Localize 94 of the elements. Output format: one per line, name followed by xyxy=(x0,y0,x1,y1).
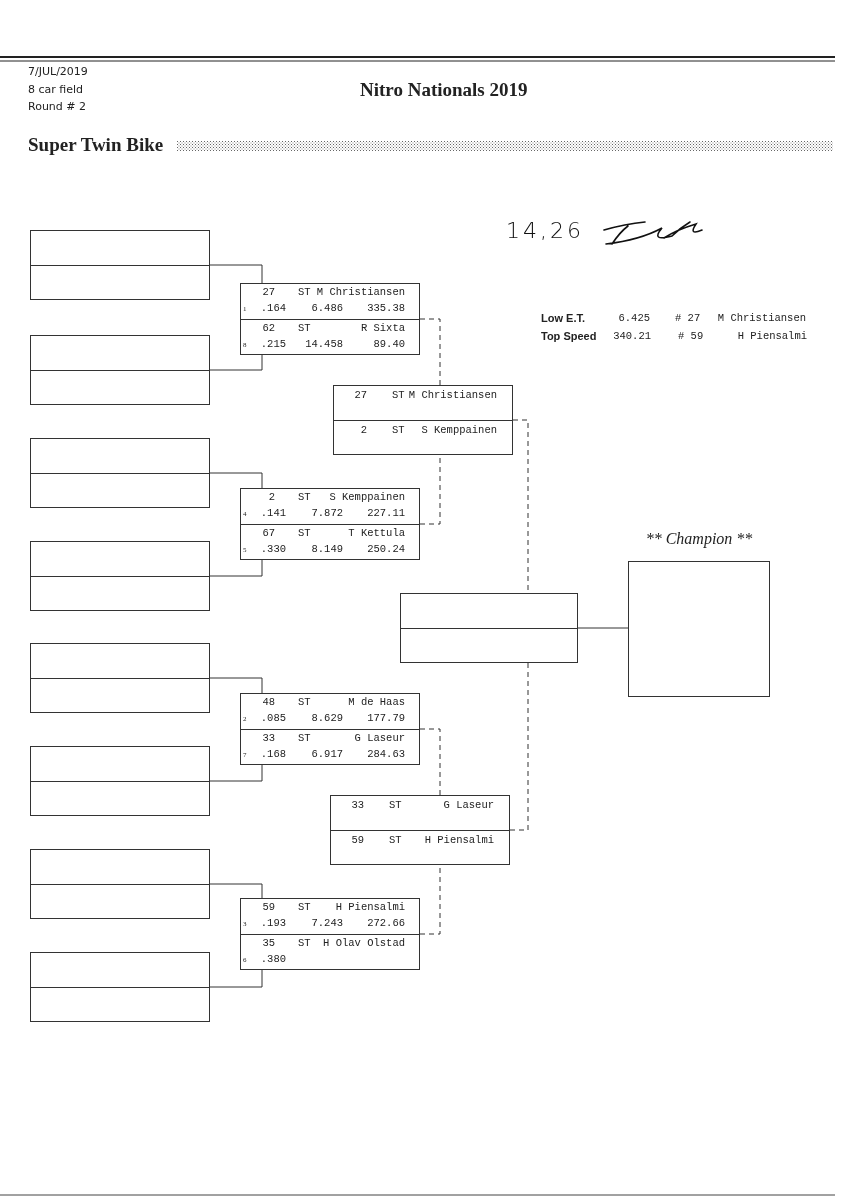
bike-number: 59 xyxy=(351,834,364,847)
bike-number: 27 xyxy=(354,389,367,402)
class-code: ST xyxy=(298,901,311,914)
bike-number: 62 xyxy=(262,322,275,335)
top-speed: 177.79 xyxy=(367,712,405,725)
car-number: # 59 xyxy=(678,330,704,343)
class-code: ST xyxy=(389,834,402,847)
bracket-line xyxy=(209,677,263,694)
entry-box xyxy=(30,849,210,919)
rider-name: M Christiansen xyxy=(316,286,405,299)
class-code: ST xyxy=(298,322,311,335)
rider-name: H Piensalmi xyxy=(335,901,405,914)
class-code: ST xyxy=(298,696,311,709)
stat-label: Low E.T. xyxy=(541,312,585,325)
rider-name: H Piensalmi xyxy=(737,330,807,343)
final-box xyxy=(400,593,578,663)
rider-name: R Sixta xyxy=(360,322,405,335)
bike-number: 2 xyxy=(268,491,275,504)
bike-number: 67 xyxy=(262,527,275,540)
top-speed: 250.24 xyxy=(367,543,405,556)
stat-value: 6.425 xyxy=(618,312,650,325)
stat-value: 340.21 xyxy=(613,330,651,343)
bracket-line xyxy=(209,559,263,577)
elapsed-time: 8.629 xyxy=(311,712,343,725)
bike-number: 33 xyxy=(262,732,275,745)
class-code: ST xyxy=(298,286,311,299)
entry-box xyxy=(30,438,210,508)
bike-number: 59 xyxy=(262,901,275,914)
top-speed: 335.38 xyxy=(367,302,405,315)
class-code: ST xyxy=(392,424,405,437)
rider-name: G Laseur xyxy=(443,799,494,812)
elapsed-time: 8.149 xyxy=(311,543,343,556)
car-number: # 27 xyxy=(675,312,701,325)
bracket-line xyxy=(209,883,263,899)
elapsed-time: 14.458 xyxy=(305,338,343,351)
bracket-line xyxy=(209,764,263,782)
entry-box xyxy=(30,335,210,405)
bike-number: 33 xyxy=(351,799,364,812)
rider-name: T Kettula xyxy=(348,527,405,540)
reaction-time: .330 xyxy=(260,543,286,556)
reaction-time: .164 xyxy=(260,302,286,315)
bike-number: 27 xyxy=(262,286,275,299)
top-speed: 272.66 xyxy=(367,917,405,930)
class-code: ST xyxy=(298,937,311,950)
bike-number: 35 xyxy=(262,937,275,950)
rider-name: S Kemppainen xyxy=(329,491,405,504)
bracket-line xyxy=(209,264,263,284)
reaction-time: .380 xyxy=(260,953,286,966)
bracket-line xyxy=(209,354,263,371)
handwritten-note: 14,26 xyxy=(506,218,584,244)
rider-name: H Olav Olstad xyxy=(323,937,405,950)
entry-box xyxy=(30,746,210,816)
class-code: ST xyxy=(298,491,311,504)
elapsed-time: 7.872 xyxy=(311,507,343,520)
bracket-line xyxy=(209,472,263,489)
class-code: ST xyxy=(389,799,402,812)
elapsed-time: 7.243 xyxy=(311,917,343,930)
bracket-line xyxy=(419,728,441,796)
bike-number: 48 xyxy=(262,696,275,709)
round-text: Round # 2 xyxy=(28,101,86,114)
rider-name: H Piensalmi xyxy=(424,834,494,847)
class-code: ST xyxy=(298,732,311,745)
elapsed-time: 6.486 xyxy=(311,302,343,315)
elapsed-time: 6.917 xyxy=(311,748,343,761)
bike-number: 2 xyxy=(360,424,367,437)
top-speed: 284.63 xyxy=(367,748,405,761)
entry-box xyxy=(30,541,210,611)
top-speed: 227.11 xyxy=(367,507,405,520)
entry-box xyxy=(30,643,210,713)
top-speed: 89.40 xyxy=(373,338,405,351)
class-code: ST xyxy=(298,527,311,540)
bracket-line xyxy=(419,318,441,386)
entry-box xyxy=(30,230,210,300)
bracket-line xyxy=(509,662,529,831)
reaction-time: .085 xyxy=(260,712,286,725)
bracket-line xyxy=(577,627,629,629)
class-code: ST xyxy=(392,389,405,402)
rider-name: M Christiansen xyxy=(408,389,497,402)
page-title: Nitro Nationals 2019 xyxy=(360,79,528,101)
bracket-line xyxy=(209,969,263,988)
field-size-text: 8 car field xyxy=(28,84,84,97)
champion-heading: ** Champion ** xyxy=(645,530,753,549)
rider-name: M Christiansen xyxy=(717,312,806,325)
rider-name: M de Haas xyxy=(348,696,405,709)
stat-label: Top Speed xyxy=(541,330,597,343)
reaction-time: .168 xyxy=(260,748,286,761)
reaction-time: .215 xyxy=(260,338,286,351)
rider-name: G Laseur xyxy=(354,732,405,745)
reaction-time: .193 xyxy=(260,917,286,930)
class-heading: Super Twin Bike xyxy=(28,134,164,156)
rider-name: S Kemppainen xyxy=(421,424,497,437)
date-text: 7/JUL/2019 xyxy=(28,66,88,79)
entry-box xyxy=(30,952,210,1022)
reaction-time: .141 xyxy=(260,507,286,520)
